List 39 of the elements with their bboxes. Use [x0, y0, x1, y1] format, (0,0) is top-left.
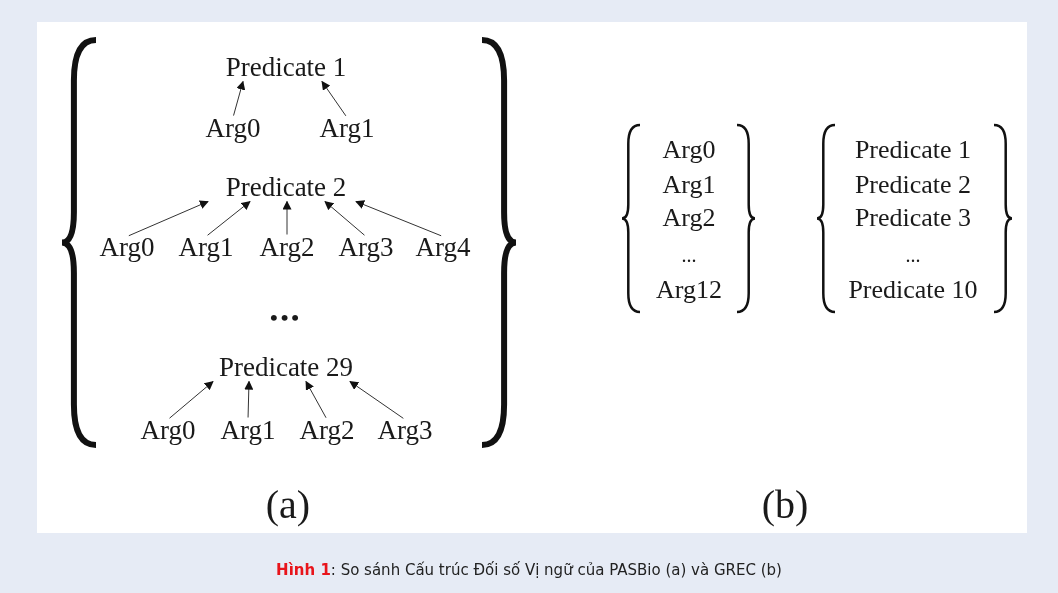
- arrow: [305, 380, 327, 419]
- ellipsis: ...: [905, 245, 921, 265]
- node-label: Predicate 2: [225, 173, 347, 201]
- arrow: [349, 381, 404, 419]
- node-label: Arg0: [205, 114, 261, 142]
- arrow: [207, 200, 251, 236]
- node-label: Predicate 29: [218, 353, 354, 381]
- ellipsis-dots: •••: [269, 307, 303, 329]
- node-label: Arg3: [377, 416, 433, 444]
- list-item: Arg0: [662, 137, 716, 163]
- node-label: Arg1: [220, 416, 276, 444]
- node-label: Arg3: [338, 233, 394, 261]
- node-label: Arg1: [319, 114, 375, 142]
- list-item: Predicate 2: [854, 172, 972, 198]
- node-label: Arg1: [178, 233, 234, 261]
- panel-label: (b): [761, 485, 809, 525]
- arrow: [321, 80, 347, 117]
- arrow: [169, 380, 214, 419]
- arrow: [244, 380, 254, 418]
- list-item: Predicate 3: [854, 205, 972, 231]
- panel-label: (a): [265, 485, 311, 525]
- node-label: Predicate 1: [225, 53, 347, 81]
- list-item: Arg12: [656, 277, 722, 303]
- arrow: [282, 200, 292, 235]
- arrow: [233, 80, 246, 117]
- figure-caption: Hình 1: So sánh Cấu trúc Đối số Vị ngữ của PASBio (a) và GREC (b): [276, 561, 782, 579]
- node-label: Arg0: [140, 416, 196, 444]
- arrow: [355, 200, 442, 237]
- list-item: Predicate 10: [848, 277, 978, 303]
- node-label: Arg0: [99, 233, 155, 261]
- arrow: [128, 200, 209, 237]
- list-item: Predicate 1: [854, 137, 972, 163]
- arrow: [324, 200, 365, 236]
- ellipsis: ...: [681, 245, 697, 265]
- node-label: Arg2: [299, 416, 355, 444]
- node-label: Arg4: [415, 233, 471, 261]
- list-item: Arg2: [662, 205, 716, 231]
- list-item: Arg1: [662, 172, 716, 198]
- node-label: Arg2: [259, 233, 315, 261]
